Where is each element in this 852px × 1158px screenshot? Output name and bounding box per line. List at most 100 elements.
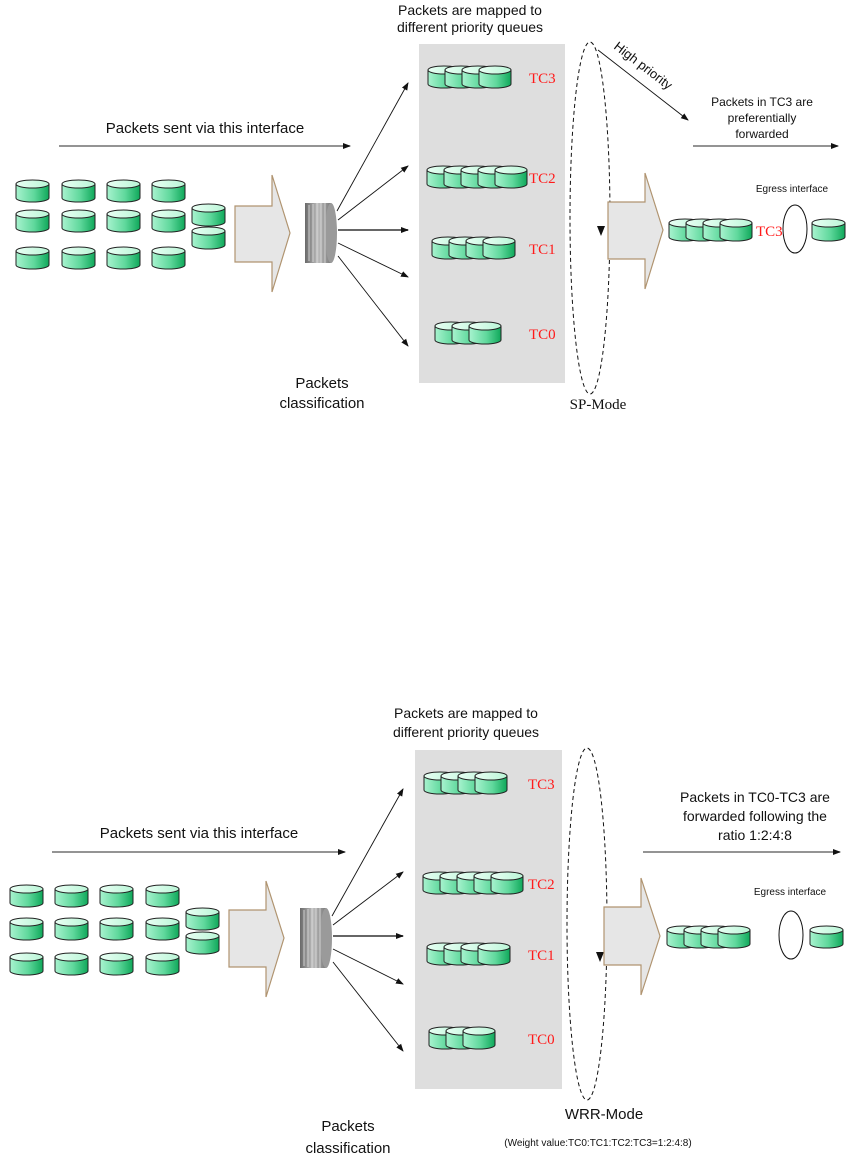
queued-packet-icon [478, 65, 512, 89]
input-packets [9, 884, 220, 976]
input-packet-icon [145, 884, 180, 908]
queue-tc3: TC3 [427, 65, 556, 89]
queued-packet-icon [468, 321, 502, 345]
fan-arrow-tc3 [336, 82, 409, 212]
queue-label: TC3 [529, 71, 556, 87]
result-line-3: ratio 1:2:4:8 [718, 827, 792, 843]
sent-label: Packets sent via this interface [100, 825, 298, 842]
queue-tc1: TC1 [426, 942, 555, 966]
input-packet-icon [61, 179, 96, 203]
input-packet-icon [151, 209, 186, 233]
input-packet-icon [99, 884, 134, 908]
high-priority-arrow [597, 49, 689, 121]
queued-packet-icon [474, 771, 508, 795]
queue-tc2: TC2 [422, 871, 555, 895]
input-packet-icon [15, 179, 50, 203]
input-packet-icon [106, 246, 141, 270]
queue-tc3: TC3 [423, 771, 555, 795]
input-packet-icon [9, 884, 44, 908]
egress-label: Egress interface [756, 184, 829, 195]
egress-interface-icon [778, 910, 804, 960]
scheduler-loop-arrow [597, 226, 605, 236]
egress-packet [809, 925, 844, 949]
output-packets [666, 925, 751, 949]
queued-packet-icon [477, 942, 511, 966]
output-packet-icon [717, 925, 751, 949]
egress-packet [811, 218, 846, 242]
queue-tc2: TC2 [426, 165, 556, 189]
input-packet-icon [191, 226, 226, 250]
mode-label: WRR-Mode [565, 1106, 643, 1123]
fan-arrow-tc2 [332, 871, 404, 926]
scheduler-loop [569, 41, 611, 395]
queue-tc0: TC0 [428, 1026, 555, 1050]
fan-arrows [336, 82, 409, 347]
input-packet-icon [191, 203, 226, 227]
fan-arrow-tc0-a [337, 242, 409, 278]
input-packets [15, 179, 226, 270]
input-packet-icon [145, 917, 180, 941]
input-packet-icon [151, 246, 186, 270]
input-packet-icon [145, 952, 180, 976]
sp-mode-diagram: Packets are mapped to different priority… [15, 2, 846, 413]
input-packet-icon [99, 952, 134, 976]
wrr-mode-diagram: Packets are mapped to different priority… [9, 705, 844, 1157]
mapped-label-line-1: Packets are mapped to [398, 2, 542, 18]
queue-label: TC2 [528, 877, 555, 893]
scheduler-output-arrow [607, 172, 664, 290]
result-line-2: forwarded following the [683, 808, 827, 824]
sent-label: Packets sent via this interface [106, 120, 304, 137]
input-packet-icon [15, 209, 50, 233]
output-packets [668, 218, 753, 242]
egress-packet-icon [809, 925, 844, 949]
input-packet-icon [106, 209, 141, 233]
fan-arrow-tc0-b [337, 255, 409, 347]
egress-interface-icon [782, 204, 808, 254]
fan-arrow-tc2 [337, 165, 409, 221]
high-priority-label: High priority [611, 38, 676, 92]
input-packet-icon [151, 179, 186, 203]
mode-label: SP-Mode [570, 397, 627, 413]
classifier-disc-icon [300, 908, 332, 968]
input-packet-icon [61, 246, 96, 270]
mapped-label-line-2: different priority queues [393, 724, 539, 740]
queue-tc0: TC0 [434, 321, 556, 345]
mapped-label-line-2: different priority queues [397, 19, 543, 35]
classification-label-line-1: Packets [295, 375, 348, 392]
egress-tc-label: TC3 [756, 224, 783, 240]
classification-label-line-1: Packets [321, 1118, 374, 1135]
egress-packet-icon [811, 218, 846, 242]
output-packet-icon [719, 218, 753, 242]
scheduler-loop [566, 747, 608, 1101]
input-packet-icon [61, 209, 96, 233]
input-packet-icon [54, 917, 89, 941]
weight-value-note: (Weight value:TC0:TC1:TC2:TC3=1:2:4:8) [504, 1138, 691, 1149]
queue-label: TC1 [528, 948, 555, 964]
input-packet-icon [54, 952, 89, 976]
queued-packet-icon [490, 871, 524, 895]
result-line-1: Packets in TC0-TC3 are [680, 789, 830, 805]
mapped-label-line-1: Packets are mapped to [394, 705, 538, 721]
egress-label: Egress interface [754, 887, 827, 898]
result-line-3: forwarded [735, 127, 788, 141]
classifier-disc-icon [305, 203, 337, 263]
input-packet-icon [54, 884, 89, 908]
result-line-1: Packets in TC3 are [711, 95, 813, 109]
classification-label-line-2: classification [279, 395, 364, 412]
scheduler-loop-arrow [596, 952, 604, 962]
input-packet-icon [9, 917, 44, 941]
input-packet-icon [99, 917, 134, 941]
fan-arrow-tc0-a [332, 948, 404, 985]
queue-tc1: TC1 [431, 236, 556, 260]
queued-packet-icon [494, 165, 528, 189]
input-packet-icon [185, 907, 220, 931]
classification-arrow [234, 174, 291, 293]
input-packet-icon [185, 931, 220, 955]
queued-packet-icon [482, 236, 516, 260]
input-packet-icon [9, 952, 44, 976]
input-packet-icon [15, 246, 50, 270]
result-line-2: preferentially [728, 111, 797, 125]
